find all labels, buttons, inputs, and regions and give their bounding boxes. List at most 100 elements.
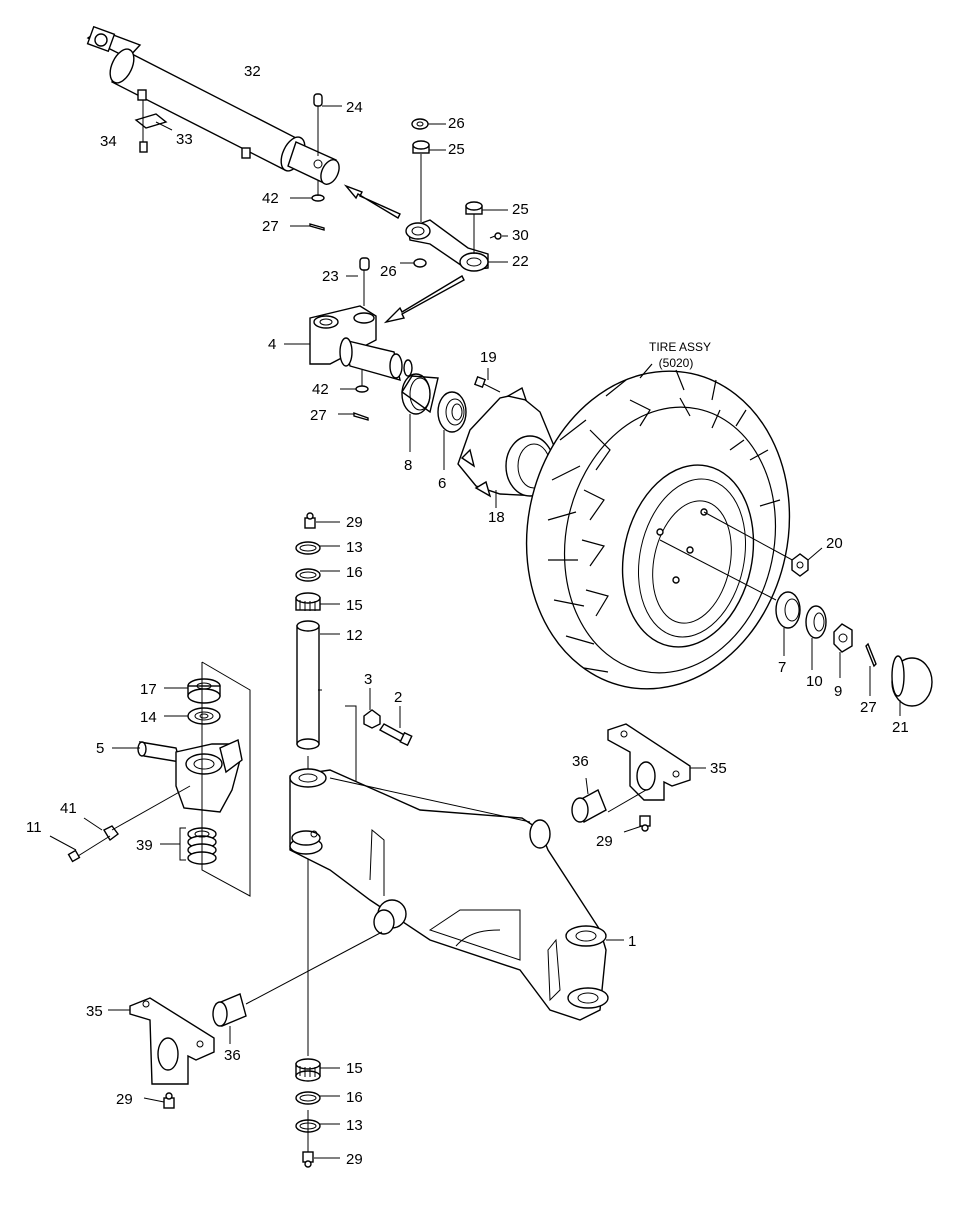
part-15-needle-bearing-lower	[295, 1058, 321, 1082]
callout-6: 6	[438, 475, 446, 492]
callout-18: 18	[488, 509, 505, 526]
direction-arrow-lower	[383, 275, 465, 324]
steering-cylinder	[86, 25, 340, 185]
callout-32: 32	[244, 63, 261, 80]
part-36-bushing-left	[212, 993, 247, 1027]
part-7-outer-bearing	[775, 591, 801, 629]
part-4-steering-knuckle	[309, 305, 413, 381]
part-24-pin	[313, 93, 342, 156]
callout-8: 8	[404, 457, 412, 474]
part-25-bushing-upper	[412, 140, 430, 154]
part-11-bolt	[67, 835, 111, 863]
part-17-thrust-bearing	[187, 678, 221, 704]
tire-assembly	[525, 363, 791, 690]
callout-30: 30	[512, 227, 529, 244]
part-27-cotter-pin-hub	[865, 642, 877, 668]
part-36-bushing-right	[571, 789, 607, 823]
callout-10: 10	[806, 673, 823, 690]
part-5-knuckle-left	[137, 739, 243, 813]
part-34-bolt	[139, 100, 148, 153]
callout-17: 17	[140, 681, 157, 698]
part-12-king-pin	[296, 620, 322, 750]
part-16-seal-upper	[295, 568, 321, 582]
callout-11: 11	[26, 819, 42, 836]
part-20-hub-nut	[791, 553, 809, 577]
callout-19: 19	[480, 349, 497, 366]
part-29-grease-nipple-bottom	[302, 1151, 314, 1168]
part-29-grease-nipple-right	[639, 815, 651, 832]
callout-26-lower: 26	[380, 263, 397, 280]
callout-13-lower: 13	[346, 1117, 363, 1134]
callout-21: 21	[892, 719, 909, 736]
part-35-bracket-left	[129, 997, 215, 1085]
callout-7: 7	[778, 659, 786, 676]
part-8-dust-seal	[401, 373, 439, 415]
callout-9: 9	[834, 683, 842, 700]
part-1-axle-beam	[289, 768, 609, 1021]
callout-35-left: 35	[86, 1003, 103, 1020]
callout-39: 39	[136, 837, 153, 854]
direction-arrow-upper	[343, 184, 401, 219]
part-22-link	[405, 219, 489, 272]
callout-16-lower: 16	[346, 1089, 363, 1106]
callout-2: 2	[394, 689, 402, 706]
callout-5: 5	[96, 740, 104, 757]
tire-assy-note-line1: TIRE ASSY	[649, 340, 711, 354]
part-14-bearing	[187, 707, 221, 725]
callout-42-upper: 42	[262, 190, 279, 207]
callout-41: 41	[60, 800, 77, 817]
callout-27-hub: 27	[860, 699, 877, 716]
callout-24: 24	[346, 99, 363, 116]
part-29-grease-nipple-left	[163, 1092, 175, 1109]
part-23-pin	[346, 257, 370, 306]
callout-34: 34	[100, 133, 117, 150]
callout-29-right: 29	[596, 833, 613, 850]
callout-16-upper: 16	[346, 564, 363, 581]
callout-15-lower: 15	[346, 1060, 363, 1077]
callout-12: 12	[346, 627, 363, 644]
callout-42-lower: 42	[312, 381, 329, 398]
part-13-snap-ring-upper	[295, 541, 321, 555]
tire-assy-note-line2: (5020)	[659, 356, 694, 370]
callout-29-top: 29	[346, 514, 363, 531]
part-16-seal-lower	[295, 1091, 321, 1105]
callout-1: 1	[628, 933, 636, 950]
callout-3: 3	[364, 671, 372, 688]
part-3-nut	[363, 709, 381, 729]
callout-25-lower: 25	[512, 201, 529, 218]
callout-36-right: 36	[572, 753, 589, 770]
callout-4: 4	[268, 336, 276, 353]
part-33-bracket	[134, 113, 173, 131]
part-19-bolt	[473, 375, 501, 393]
callout-33: 33	[176, 131, 193, 148]
part-26-washer-upper	[411, 118, 429, 130]
callout-27-middle: 27	[310, 407, 327, 424]
part-30-grease-fitting	[489, 232, 502, 240]
part-15-needle-bearing-upper	[295, 592, 321, 611]
callout-25-upper: 25	[448, 141, 465, 158]
part-10-washer	[805, 605, 827, 639]
callout-23: 23	[322, 268, 339, 285]
part-26-washer-lower	[413, 258, 427, 268]
part-35-bracket-right	[607, 723, 691, 801]
part-21-hub-cap	[891, 655, 933, 707]
callout-20: 20	[826, 535, 843, 552]
part-2-bolt	[378, 723, 413, 747]
callout-27-upper: 27	[262, 218, 279, 235]
part-29-grease-nipple-top	[304, 512, 316, 529]
part-25-bushing-lower	[465, 201, 483, 215]
callout-29-bottom: 29	[346, 1151, 363, 1168]
callout-26-upper: 26	[448, 115, 465, 132]
callout-13-upper: 13	[346, 539, 363, 556]
callout-22: 22	[512, 253, 529, 270]
callout-29-left: 29	[116, 1091, 133, 1108]
part-6-bearing	[437, 391, 467, 433]
callout-14: 14	[140, 709, 157, 726]
part-9-castle-nut	[833, 623, 853, 653]
part-27-cotter-pin	[309, 223, 325, 231]
callout-15-upper: 15	[346, 597, 363, 614]
callout-35-right: 35	[710, 760, 727, 777]
callout-36-left: 36	[224, 1047, 241, 1064]
